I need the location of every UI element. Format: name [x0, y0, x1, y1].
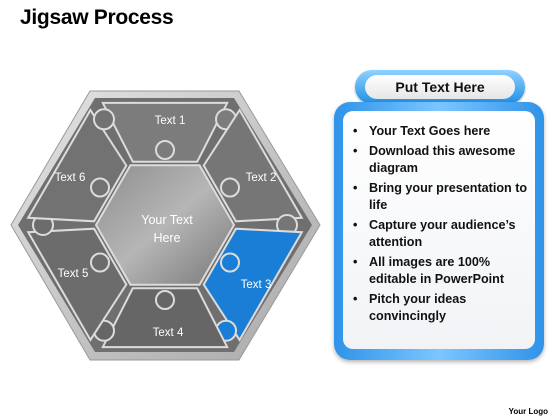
center-label-line-2: Here — [153, 231, 180, 245]
puzzle-piece-6 — [26, 108, 128, 223]
page-title: Jigsaw Process — [20, 6, 174, 29]
jigsaw-hexagon-diagram: Text 1 Text 2 Text 3 Text 4 Text 5 Text 6 Your… — [10, 90, 321, 361]
bullet-item-1: Your Text Goes here — [351, 123, 529, 141]
bullet-list: Your Text Goes here Download this awesom… — [351, 123, 529, 326]
center-label-line-1: Your Text — [141, 213, 193, 227]
panel-header-pill: Put Text Here — [355, 70, 525, 104]
piece-label-1: Text 1 — [155, 115, 186, 127]
piece-label-5: Text 5 — [58, 268, 89, 280]
bullet-item-4: Capture your audience’s attention — [351, 217, 529, 252]
bullet-item-6: Pitch your ideas convincingly — [351, 291, 529, 326]
piece-label-6: Text 6 — [55, 172, 86, 184]
puzzle-piece-4 — [93, 287, 229, 349]
text-panel-body: Your Text Goes here Download this awesom… — [343, 111, 535, 349]
bullet-item-3: Bring your presentation to life — [351, 180, 529, 215]
puzzle-piece-3 — [202, 227, 304, 342]
piece-label-4: Text 4 — [153, 327, 184, 339]
center-piece — [94, 164, 236, 286]
bullet-item-5: All images are 100% editable in PowerPoi… — [351, 254, 529, 289]
bullet-item-2: Download this awesome diagram — [351, 143, 529, 178]
piece-label-2: Text 2 — [246, 172, 277, 184]
puzzle-piece-2 — [202, 108, 304, 236]
piece-label-3: Text 3 — [241, 279, 272, 291]
logo-text: Your Logo — [508, 407, 548, 416]
text-panel: Your Text Goes here Download this awesom… — [334, 102, 544, 360]
panel-header-text: Put Text Here — [365, 75, 515, 99]
